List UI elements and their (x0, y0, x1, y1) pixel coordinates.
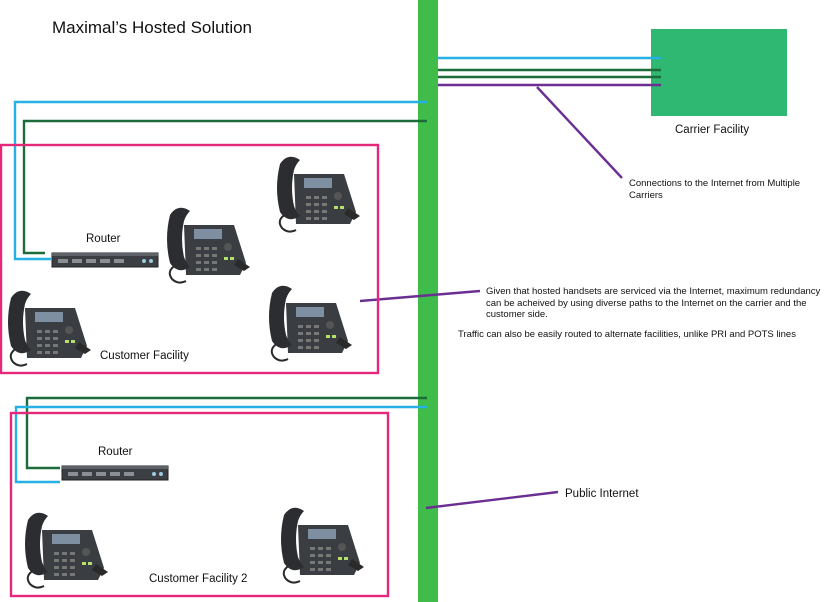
customer-facility-2-box (9, 411, 390, 598)
customer-facility-label: Customer Facility (100, 350, 189, 362)
router-label: Router (86, 233, 121, 245)
diagram-title: Maximal’s Hosted Solution (52, 18, 252, 37)
router-icon (61, 465, 169, 481)
ip-phone-icon (166, 206, 251, 284)
handsets-note: Given that hosted handsets are serviced … (486, 286, 821, 321)
ip-phone-icon (268, 284, 353, 362)
ip-phone-icon (276, 155, 361, 233)
public-internet-label: Public Internet (565, 488, 639, 500)
router-label: Router (98, 446, 133, 458)
customer-facility-box (0, 143, 380, 375)
carriers-note: Connections to the Internet from Multipl… (629, 178, 801, 201)
ip-phone-icon (24, 511, 109, 589)
facility1-link-blue (13, 100, 427, 261)
ip-phone-icon (280, 506, 365, 584)
facility2-link-green (25, 396, 427, 470)
traffic-note: Traffic can also be easily routed to alt… (458, 329, 796, 340)
internet-callout-line (425, 490, 559, 510)
public-internet-bar (418, 0, 438, 602)
carrier-facility-box (651, 29, 787, 116)
carrier-facility-label: Carrier Facility (675, 124, 750, 136)
handsets-callout-line (359, 289, 481, 303)
carriers-callout-line (536, 86, 623, 179)
ip-phone-icon (7, 289, 92, 367)
facility1-link-green (22, 119, 427, 255)
customer-facility-2-label: Customer Facility 2 (149, 573, 248, 585)
router-icon (51, 252, 159, 268)
facility2-link-blue (14, 405, 427, 484)
